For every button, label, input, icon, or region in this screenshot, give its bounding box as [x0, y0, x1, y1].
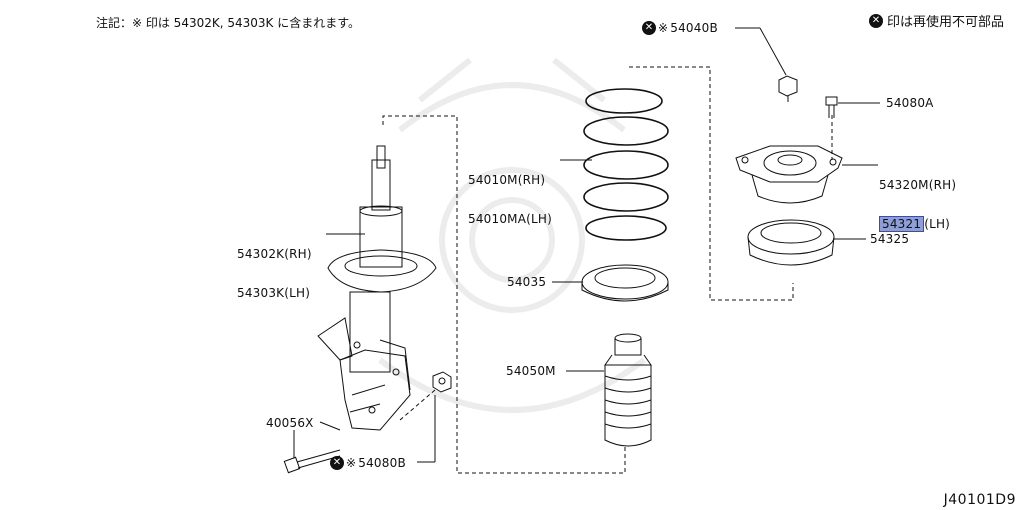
top-nut-54040b-drawing — [778, 75, 798, 102]
highlighted-part-number[interactable]: 54321 — [879, 216, 925, 232]
label-lower-nut-number: 54080B — [358, 455, 406, 470]
label-lower-nut[interactable]: ✕ ※ 54080B — [330, 456, 406, 470]
label-bearing[interactable]: 54325 — [870, 232, 910, 246]
label-strut[interactable]: 54302K(RH) 54303K(LH) — [237, 222, 312, 326]
bump-boot-drawing — [604, 333, 652, 447]
bearing-54325-drawing — [747, 219, 835, 266]
diagram-code: J40101D9 — [943, 492, 1016, 508]
label-spring[interactable]: 54010M(RH) 54010MA(LH) — [468, 148, 552, 252]
label-top-nut-mark: ※ — [658, 20, 669, 35]
label-lower-bolt[interactable]: 40056X — [266, 416, 314, 430]
lower-nut-54080b-drawing — [432, 371, 452, 393]
label-strut-mount-lh: 54321(LH) — [879, 216, 956, 232]
spring-seat-drawing — [581, 264, 669, 302]
x-circle-icon: ✕ — [330, 456, 344, 470]
label-top-nut-number: 54040B — [670, 20, 718, 35]
label-spring-seat[interactable]: 54035 — [507, 275, 547, 289]
label-strut-mount-rh: 54320M(RH) — [879, 178, 957, 192]
strut-mount-drawing — [735, 145, 843, 204]
label-strut-mount-lh-side: (LH) — [924, 217, 951, 231]
label-spring-rh: 54010M(RH) — [468, 173, 546, 187]
top-bolt-54080a-drawing — [825, 96, 838, 118]
label-top-nut[interactable]: ✕ ※ 54040B — [642, 21, 718, 35]
legend: ✕ 印は再使用不可部品 — [868, 11, 1004, 30]
x-circle-icon: ✕ — [868, 13, 883, 28]
label-strut-lh: 54303K(LH) — [237, 286, 311, 300]
label-strut-mount[interactable]: 54320M(RH) 54321(LH) — [879, 153, 956, 257]
label-bump-boot[interactable]: 54050M — [506, 364, 556, 378]
coil-spring-drawing — [583, 88, 669, 241]
label-strut-rh: 54302K(RH) — [237, 247, 312, 261]
legend-text: 印は再使用不可部品 — [886, 15, 1004, 30]
label-lower-nut-mark: ※ — [346, 455, 357, 470]
watermark-logo — [378, 57, 646, 413]
note-text: 注記：※ 印は 54302K, 54303K に含まれます。 — [96, 16, 361, 30]
label-top-bolt[interactable]: 54080A — [886, 96, 934, 110]
leader-lines — [293, 27, 880, 463]
label-spring-lh: 54010MA(LH) — [468, 212, 553, 226]
x-circle-icon: ✕ — [642, 21, 656, 35]
strut-assembly — [317, 145, 437, 431]
